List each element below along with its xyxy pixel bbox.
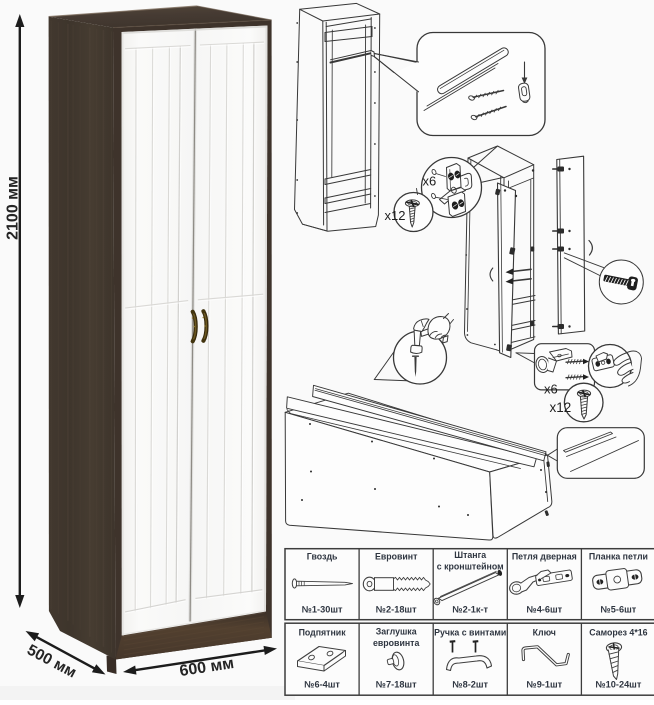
svg-text:x12: x12: [550, 400, 572, 415]
svg-text:x6: x6: [544, 382, 558, 397]
svg-text:Гвоздь: Гвоздь: [307, 552, 338, 562]
svg-text:№4-6шт: №4-6шт: [526, 605, 562, 615]
svg-text:2100 мм: 2100 мм: [5, 176, 22, 240]
svg-text:№10-24шт: №10-24шт: [595, 680, 641, 690]
svg-text:№6-4шт: №6-4шт: [304, 680, 340, 690]
svg-text:№9-1шт: №9-1шт: [526, 680, 562, 690]
svg-text:Саморез 4*16: Саморез 4*16: [589, 628, 647, 638]
svg-text:евровинта: евровинта: [373, 638, 419, 648]
svg-text:Заглушка: Заглушка: [376, 627, 417, 637]
svg-text:x6: x6: [423, 174, 437, 189]
svg-text:Подпятник: Подпятник: [299, 628, 347, 638]
svg-text:с кронштейном: с кронштейном: [437, 562, 504, 572]
svg-text:№2-1к-т: №2-1к-т: [452, 605, 488, 615]
svg-text:№7-18шт: №7-18шт: [376, 680, 417, 690]
svg-text:Евровинт: Евровинт: [375, 552, 418, 562]
svg-text:Ключ: Ключ: [533, 628, 556, 638]
svg-text:№8-2шт: №8-2шт: [452, 680, 488, 690]
svg-text:Петля дверная: Петля дверная: [512, 552, 577, 562]
svg-text:№5-6шт: №5-6шт: [601, 605, 637, 615]
svg-text:Штанга: Штанга: [454, 550, 486, 560]
svg-text:Ручка с винтами: Ручка с винтами: [434, 628, 506, 638]
svg-text:x12: x12: [385, 208, 406, 223]
svg-text:№2-18шт: №2-18шт: [376, 605, 417, 615]
svg-text:№1-30шт: №1-30шт: [302, 605, 343, 615]
svg-text:Планка петли: Планка петли: [589, 552, 648, 562]
